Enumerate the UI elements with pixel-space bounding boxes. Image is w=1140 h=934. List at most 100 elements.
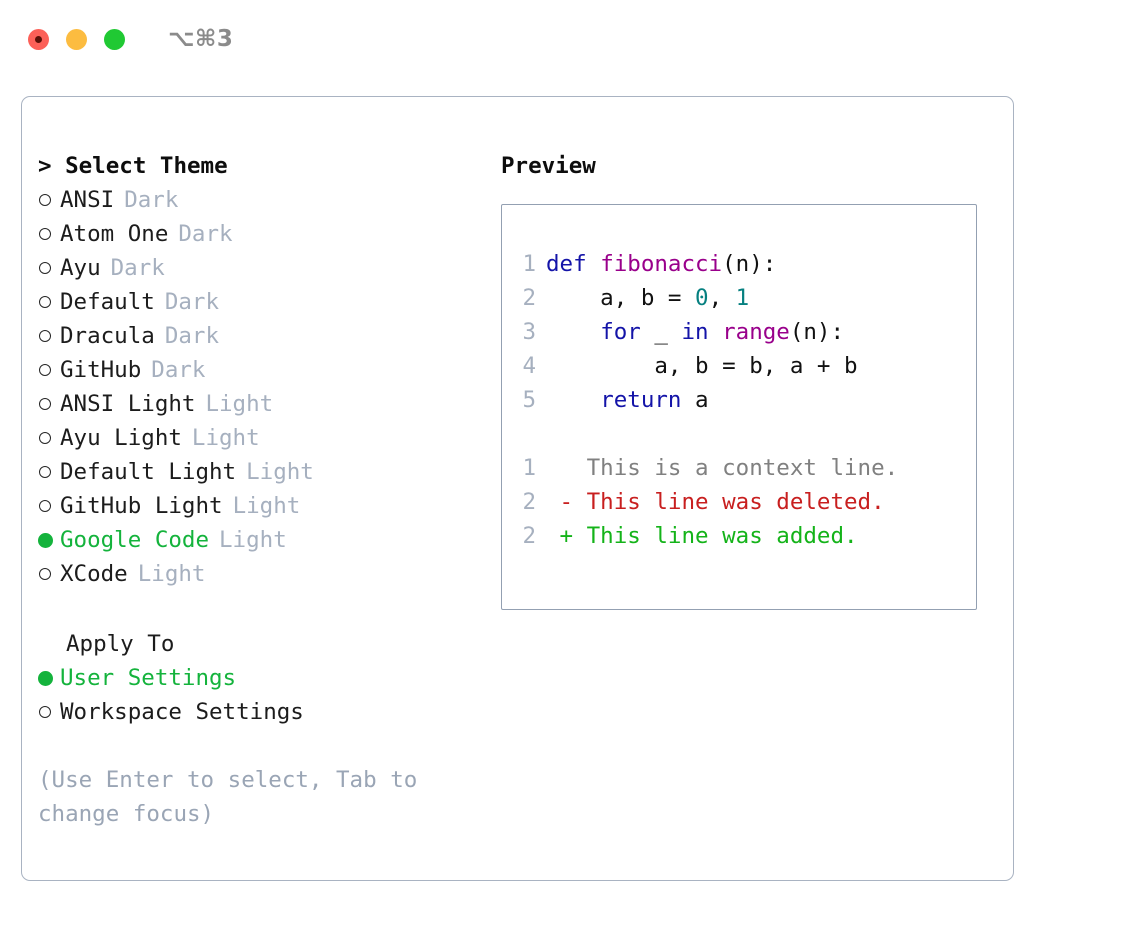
theme-item-category: Light — [232, 493, 301, 519]
keyboard-hint-text: (Use Enter to select, Tab to change focu… — [38, 767, 418, 827]
diff-line: 2 + This line was added. — [502, 519, 976, 553]
line-number: 1 — [522, 251, 536, 277]
radio-ring-shape — [39, 262, 51, 274]
radio-ring-shape — [39, 432, 51, 444]
theme-item[interactable]: GitHub Light Light — [38, 489, 498, 523]
theme-item-category: Light — [219, 527, 287, 553]
radio-ring-shape — [39, 568, 51, 580]
radio-ring-shape — [39, 228, 51, 240]
code-line-text: a, b = b, a + b — [546, 349, 858, 383]
radio-ring-shape — [39, 194, 51, 206]
code-line-text: + This line was added. — [546, 519, 858, 553]
line-number: 2 — [522, 489, 536, 515]
select-theme-heading-label: Select Theme — [65, 153, 228, 179]
maximize-window-button[interactable] — [104, 28, 125, 50]
close-window-button[interactable] — [28, 28, 49, 50]
theme-item-category: Dark — [164, 289, 220, 315]
theme-item-category: Dark — [124, 187, 179, 213]
token-pl: (n): — [789, 319, 845, 345]
diff-preview-block: 1 This is a context line.2 - This line w… — [502, 451, 976, 553]
code-line-text: This is a context line. — [546, 451, 899, 485]
token-pl: (n): — [722, 251, 777, 277]
theme-item[interactable]: ANSI Dark — [38, 183, 498, 217]
theme-item-label: Ayu Light — [60, 425, 182, 451]
theme-item-label: Google Code — [60, 527, 210, 553]
theme-item[interactable]: XCode Light — [38, 557, 498, 591]
token-pl — [546, 387, 600, 413]
theme-item-label: ANSI — [60, 187, 115, 213]
token-pl: , — [708, 285, 736, 311]
theme-item-label: Dracula — [60, 323, 155, 349]
token-num: 1 — [735, 285, 750, 311]
preview-heading: Preview — [501, 153, 596, 179]
theme-item-label: Ayu — [60, 255, 101, 281]
radio-ring-shape — [39, 706, 51, 718]
code-line: 4 a, b = b, a + b — [502, 349, 976, 383]
code-line: 5 return a — [502, 383, 976, 417]
token-del: - This line was deleted. — [546, 489, 885, 515]
token-pl — [546, 319, 600, 345]
apply-to-heading: Apply To — [66, 631, 175, 657]
token-kw: return — [600, 387, 682, 413]
line-number: 3 — [522, 319, 536, 345]
minimize-window-button[interactable] — [66, 28, 87, 50]
theme-item-label: XCode — [60, 561, 128, 587]
token-pl — [709, 319, 723, 345]
line-number: 2 — [522, 523, 536, 549]
title-bar: ⌥⌘3 — [0, 0, 1140, 78]
theme-item-category: Light — [205, 391, 274, 417]
radio-ring-shape — [39, 364, 51, 376]
apply-to-item-label: User Settings — [60, 665, 237, 691]
radio-ring-shape — [39, 398, 51, 410]
theme-item-label: Atom One — [60, 221, 169, 247]
theme-item[interactable]: Ayu Dark — [38, 251, 498, 285]
traffic-lights — [28, 28, 125, 50]
token-pl: a — [681, 387, 709, 413]
apply-to-item[interactable]: User Settings — [38, 661, 498, 695]
theme-item-category: Light — [246, 459, 314, 485]
radio-dot-shape — [38, 533, 53, 548]
code-line: 2 a, b = 0, 1 — [502, 281, 976, 315]
theme-item[interactable]: Google Code Light — [38, 523, 498, 557]
token-ctx: This is a context line. — [546, 455, 899, 481]
theme-item-label: GitHub Light — [60, 493, 223, 519]
token-kw: for — [600, 319, 641, 345]
diff-line: 1 This is a context line. — [502, 451, 976, 485]
radio-ring-shape — [39, 330, 51, 342]
apply-to-item[interactable]: Workspace Settings — [38, 695, 498, 729]
theme-item-category: Dark — [151, 357, 206, 383]
radio-ring-shape — [39, 466, 51, 478]
radio-dot-shape — [38, 671, 53, 686]
line-number: 2 — [522, 285, 536, 311]
token-pl: a, b = — [546, 285, 696, 311]
token-num: 0 — [695, 285, 709, 311]
theme-item-category: Light — [137, 561, 206, 587]
code-line-text: for _ in range(n): — [546, 315, 844, 349]
radio-ring-shape — [39, 296, 51, 308]
token-fn: range — [722, 319, 790, 345]
apply-to-item-label: Workspace Settings — [60, 699, 304, 725]
code-line: 3 for _ in range(n): — [502, 315, 976, 349]
code-line-text: def fibonacci(n): — [546, 247, 776, 281]
diff-line: 2 - This line was deleted. — [502, 485, 976, 519]
token-pl: a, b = b, a + b — [546, 353, 858, 379]
token-add: + This line was added. — [546, 523, 858, 549]
radio-ring-shape — [39, 500, 51, 512]
theme-item-category: Dark — [110, 255, 165, 281]
line-number: 1 — [522, 455, 536, 481]
